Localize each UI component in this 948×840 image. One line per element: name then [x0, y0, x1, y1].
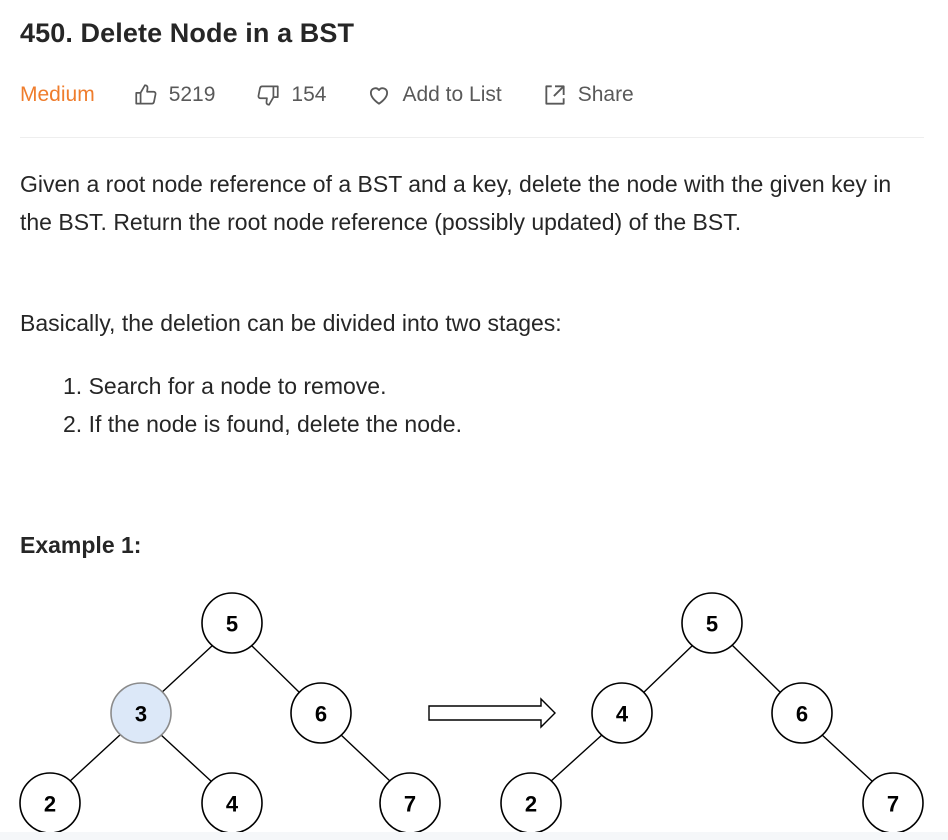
example-title: Example 1:: [20, 532, 142, 558]
steps-list: 1. Search for a node to remove. 2. If th…: [63, 367, 462, 443]
problem-title: 450. Delete Node in a BST: [20, 18, 355, 48]
tree-node: [201, 592, 263, 654]
header-divider: [20, 137, 924, 138]
heart-icon: [370, 87, 389, 105]
tree-node: [379, 772, 441, 832]
bst-diagram: 5 3 6 2 4 7 5 4 6 2 7: [19, 592, 924, 832]
node-label: 6: [315, 702, 327, 727]
thumbs-down-icon: [257, 85, 280, 106]
step-item: 2. If the node is found, delete the node…: [63, 411, 462, 437]
node-label: 7: [404, 792, 416, 817]
node-label: 3: [135, 702, 147, 727]
problem-description: Given a root node reference of a BST and…: [20, 171, 892, 235]
like-count: 5219: [168, 83, 216, 106]
tree-node: [19, 772, 81, 832]
node-label: 4: [226, 792, 239, 817]
arrow-icon: [428, 697, 556, 729]
node-label: 5: [706, 612, 718, 637]
node-label: 7: [887, 792, 899, 817]
tree-node: [862, 772, 924, 832]
tree-node: [500, 772, 562, 832]
add-to-list-button[interactable]: Add to List: [366, 82, 502, 108]
dislike-count: 154: [291, 83, 327, 106]
node-label: 6: [796, 702, 808, 727]
node-label: 4: [616, 702, 629, 727]
tree-node: [681, 592, 743, 654]
bottom-edge: [0, 832, 948, 840]
tree-node: [591, 682, 653, 744]
share-icon: [545, 85, 565, 105]
tree-node: [201, 772, 263, 832]
tree-node: [290, 682, 352, 744]
tree-node: [771, 682, 833, 744]
add-to-list-label: Add to List: [402, 83, 502, 106]
problem-description-stages: Basically, the deletion can be divided i…: [20, 310, 562, 336]
step-item: 1. Search for a node to remove.: [63, 373, 387, 399]
share-button[interactable]: Share: [542, 82, 634, 108]
node-label: 2: [525, 792, 537, 817]
tree-node-highlighted: [110, 682, 172, 744]
node-label: 5: [226, 612, 238, 637]
node-label: 2: [44, 792, 56, 817]
difficulty-badge: Medium: [20, 83, 95, 106]
problem-meta-bar: Medium 5219 154 Add to List Share: [20, 78, 674, 112]
share-label: Share: [577, 83, 634, 106]
dislike-button[interactable]: 154: [255, 82, 326, 108]
thumbs-up-icon: [135, 84, 157, 105]
like-button[interactable]: 5219: [133, 82, 216, 108]
